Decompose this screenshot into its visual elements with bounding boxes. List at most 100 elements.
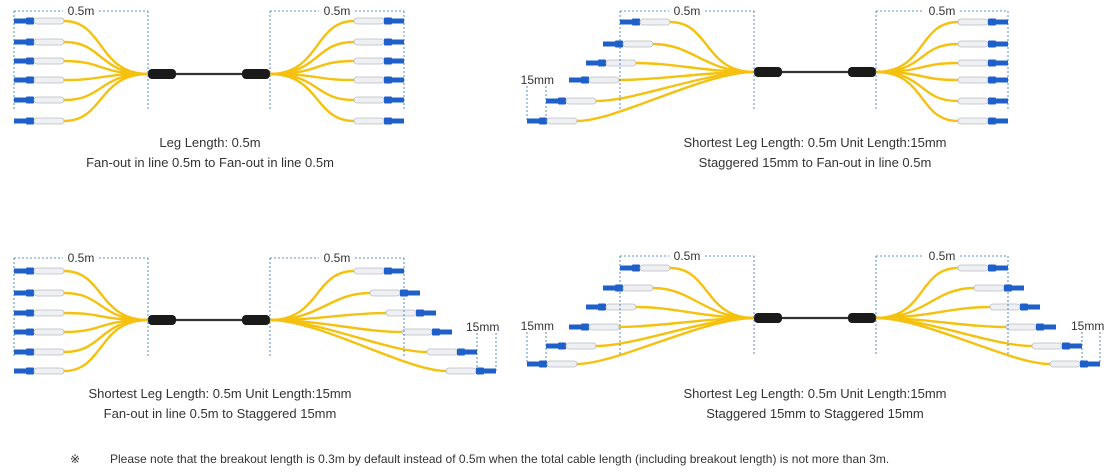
connector-tip xyxy=(1012,285,1024,291)
connector-latch xyxy=(1036,323,1044,331)
connector-tip xyxy=(14,97,26,103)
connector-boot xyxy=(588,76,620,84)
connector-boot xyxy=(353,117,385,125)
lc-connector xyxy=(527,360,578,368)
connector-latch xyxy=(598,59,606,67)
connector-tip xyxy=(996,77,1008,83)
connector-tip xyxy=(603,285,615,291)
connector-latch xyxy=(988,117,996,125)
connector-tip xyxy=(996,19,1008,25)
lc-connector xyxy=(14,117,65,125)
connector-tip xyxy=(408,290,420,296)
caption-staggered-to-staggered: Shortest Leg Length: 0.5m Unit Length:15… xyxy=(600,384,1030,424)
connector-tip xyxy=(569,77,581,83)
dimension-label: 0.5m xyxy=(674,4,701,18)
connector-latch xyxy=(581,76,589,84)
connector-boot xyxy=(353,17,385,25)
connector-latch xyxy=(26,267,34,275)
connector-tip xyxy=(1088,361,1100,367)
caption-line2: Fan-out in line 0.5m to Staggered 15mm xyxy=(103,406,337,421)
connector-latch xyxy=(384,76,392,84)
connector-boot xyxy=(33,117,65,125)
lc-connector xyxy=(353,38,404,46)
fiber-leg-right xyxy=(269,72,355,123)
left-leg-dimension: 0.5m xyxy=(13,4,149,111)
dimension-label: 0.5m xyxy=(324,251,351,265)
connector-latch xyxy=(539,360,547,368)
stagger-dimension: 15mm xyxy=(521,73,554,121)
lc-connector xyxy=(369,289,420,297)
lc-connector xyxy=(1005,323,1056,331)
connector-latch xyxy=(988,59,996,67)
lc-connector xyxy=(14,289,65,297)
fiber-leg-left xyxy=(63,72,149,102)
lc-connector xyxy=(586,303,637,311)
connector-boot xyxy=(353,38,385,46)
lc-connector xyxy=(445,367,496,375)
connector-latch xyxy=(632,264,640,272)
connector-tip xyxy=(586,304,598,310)
connector-tip xyxy=(392,268,404,274)
connector-boot xyxy=(1049,360,1081,368)
connector-boot xyxy=(565,342,597,350)
connector-boot xyxy=(33,267,65,275)
caption-line2: Staggered 15mm to Fan-out in line 0.5m xyxy=(698,155,932,170)
lc-connector xyxy=(973,284,1024,292)
connector-tip xyxy=(996,60,1008,66)
reference-mark-icon: ※ xyxy=(70,452,81,466)
lc-connector xyxy=(353,96,404,104)
stagger-label: 15mm xyxy=(1071,319,1104,333)
lc-connector xyxy=(401,328,452,336)
connector-boot xyxy=(33,96,65,104)
connector-latch xyxy=(632,18,640,26)
breakout-boot-left xyxy=(148,315,176,325)
connector-tip xyxy=(620,265,632,271)
fiber-leg-right xyxy=(269,19,355,76)
connector-latch xyxy=(26,57,34,65)
fiber-leg-left xyxy=(63,318,149,373)
connector-boot xyxy=(565,97,597,105)
connector-tip xyxy=(392,118,404,124)
footnote-text: Please note that the breakout length is … xyxy=(110,452,890,466)
connector-latch xyxy=(26,328,34,336)
connector-boot xyxy=(957,40,989,48)
right-leg-dimension: 0.5m xyxy=(875,4,1009,111)
connector-latch xyxy=(26,117,34,125)
connector-latch xyxy=(26,38,34,46)
connector-latch xyxy=(598,303,606,311)
dimension-label: 0.5m xyxy=(674,249,701,263)
lc-connector xyxy=(957,117,1008,125)
fiber-leg-left xyxy=(635,61,755,74)
dimension-label: 0.5m xyxy=(929,249,956,263)
fiber-leg-right xyxy=(269,318,447,373)
lc-connector xyxy=(14,348,65,356)
caption-staggered-to-fanout: Shortest Leg Length: 0.5m Unit Length:15… xyxy=(600,133,1030,173)
lc-connector xyxy=(14,57,65,65)
connector-latch xyxy=(384,96,392,104)
connector-boot xyxy=(353,267,385,275)
lc-connector xyxy=(14,96,65,104)
connector-boot xyxy=(385,309,417,317)
lc-connector xyxy=(620,264,671,272)
lc-connector xyxy=(957,76,1008,84)
lc-connector xyxy=(603,40,654,48)
connector-boot xyxy=(1005,323,1037,331)
connector-tip xyxy=(620,19,632,25)
dimension-label: 0.5m xyxy=(68,251,95,265)
connector-boot xyxy=(588,323,620,331)
connector-boot xyxy=(639,264,671,272)
fiber-leg-left xyxy=(63,311,149,322)
fiber-leg-left xyxy=(63,19,149,76)
breakout-boot-left xyxy=(754,67,782,77)
connector-latch xyxy=(400,289,408,297)
lc-connector xyxy=(527,117,578,125)
connector-latch xyxy=(988,40,996,48)
lc-connector xyxy=(353,57,404,65)
connector-boot xyxy=(426,348,458,356)
fiber-leg-right xyxy=(875,316,1051,366)
dimension-label: 0.5m xyxy=(929,4,956,18)
connector-tip xyxy=(14,310,26,316)
fiber-leg-right xyxy=(269,72,355,102)
caption-line2: Staggered 15mm to Staggered 15mm xyxy=(706,406,924,421)
right-leg-dimension: 0.5m xyxy=(269,4,405,111)
